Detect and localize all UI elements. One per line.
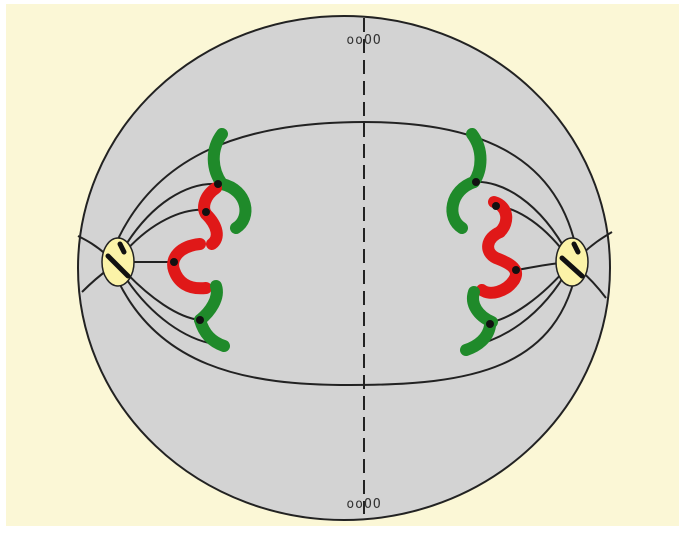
centromere-left-4: [196, 316, 204, 324]
chromatid-red-right-3: [476, 274, 520, 299]
centrosome-left: [101, 237, 135, 287]
chromatid-red-left-2: [200, 208, 223, 250]
chromatid-green-right-4: [460, 320, 496, 356]
bottom-marker: ooOO: [346, 497, 381, 512]
centriole-left-a: [105, 253, 131, 279]
centromere-left-1: [214, 180, 222, 188]
centromere-left-3: [170, 258, 178, 266]
centromere-right-2: [492, 202, 500, 210]
centriole-right-b: [571, 241, 581, 255]
centrosome-right: [555, 237, 589, 287]
centromere-right-4: [486, 320, 494, 328]
spindle-boundary-top: [109, 120, 579, 259]
centromere-right-3: [512, 266, 520, 274]
top-marker: ooOO: [346, 33, 381, 48]
centriole-left-b: [117, 241, 127, 255]
chromatid-red-left-3: [167, 238, 212, 295]
centromere-right-1: [472, 178, 480, 186]
centriole-right-a: [559, 255, 585, 279]
chromosomes-right: [446, 128, 522, 356]
centromere-left-2: [202, 208, 210, 216]
chromatid-green-left-2: [216, 178, 252, 234]
chromosomes-left: [167, 128, 252, 352]
spindle-boundary-bottom: [109, 261, 579, 387]
chromatid-green-right-2: [446, 176, 480, 234]
